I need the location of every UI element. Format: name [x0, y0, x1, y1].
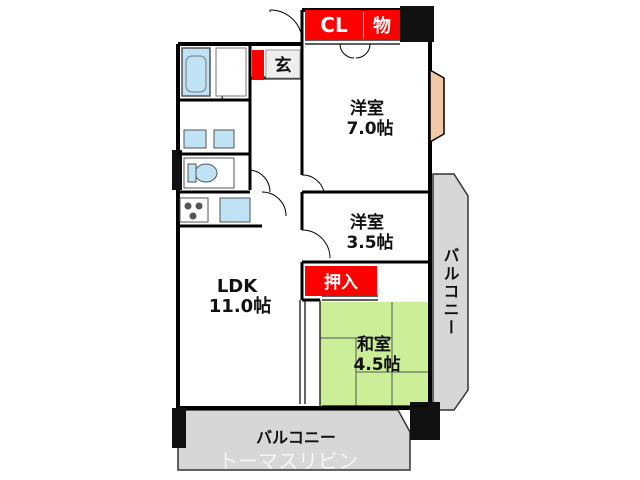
east-balcony-label: バルコニー [441, 247, 460, 337]
closet-label: CL [320, 13, 348, 37]
oshiire-label-bg [305, 266, 377, 296]
storage-label-bg [364, 10, 400, 40]
ldk-name: LDK [217, 276, 258, 297]
japanese-room-size: 4.5帖 [353, 354, 400, 375]
bathtub-icon [181, 47, 247, 97]
western-room-2-name: 洋室 [350, 212, 384, 233]
south-balcony-label: バルコニー [256, 428, 336, 447]
wall-column-mid-left [172, 150, 182, 190]
entrance-red-strip [252, 50, 264, 80]
storage-label: 物 [373, 15, 391, 37]
western-room-1-name: 洋室 [350, 98, 384, 119]
western-room-1-size: 7.0帖 [346, 118, 393, 139]
door-swings [221, 9, 371, 259]
watermark: トーマスリビン [218, 449, 358, 473]
wall-column-top-right [400, 6, 434, 42]
japanese-room-name: 和室 [357, 334, 391, 355]
oshiire-label: 押入 [324, 272, 358, 293]
tatami-lines [320, 302, 428, 406]
ldk-size: 11.0帖 [209, 295, 271, 317]
bay-window [429, 68, 445, 144]
entrance-label-bg [265, 49, 301, 79]
washbasin-icon [183, 129, 235, 149]
wall-column-bottom-right [410, 402, 440, 440]
kitchen-stove-icon [179, 197, 209, 223]
western-room-2-size: 3.5帖 [346, 232, 393, 253]
japanese-room-floor [320, 302, 428, 406]
wall-column-bottom-left [172, 408, 186, 448]
closet-label-bg [305, 10, 363, 40]
entrance-label: 玄 [275, 55, 292, 76]
toilet-icon [183, 157, 235, 189]
kitchen-sink-icon [219, 197, 251, 223]
